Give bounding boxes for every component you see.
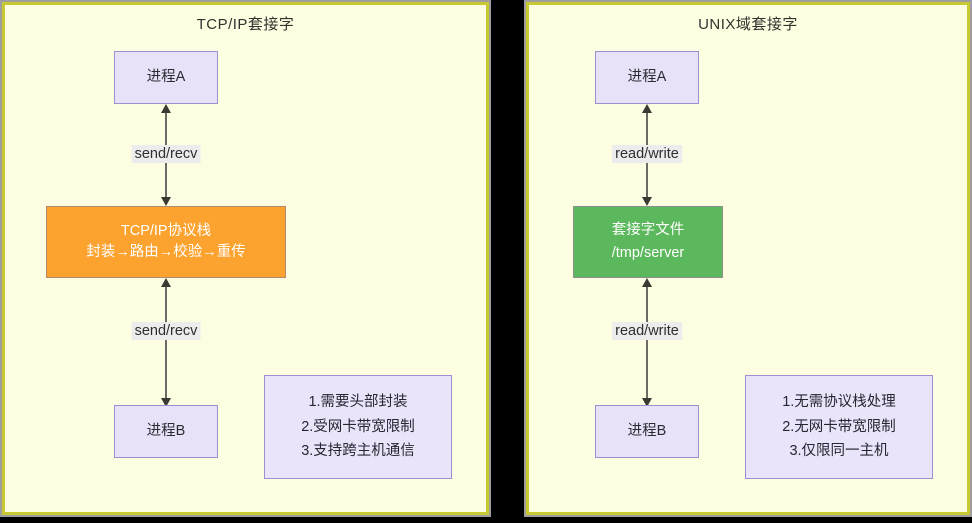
unix-note-box: 1.无需协议栈处理 2.无网卡带宽限制 3.仅限同一主机 bbox=[745, 375, 933, 479]
unix-note-line-2: 2.无网卡带宽限制 bbox=[782, 418, 896, 435]
tcpip-note-line-3: 3.支持跨主机通信 bbox=[301, 443, 415, 460]
unix-connector-top-label: read/write bbox=[612, 145, 682, 163]
tcpip-process-b-node[interactable]: 进程B bbox=[114, 405, 218, 458]
tcpip-process-a-node[interactable]: 进程A bbox=[114, 51, 218, 104]
tcpip-connector-top-label: send/recv bbox=[131, 145, 201, 163]
panel-unix: UNIX域套接字 进程A read/write 套接字文件 /tmp/serve… bbox=[524, 0, 972, 517]
arrow-down-icon bbox=[642, 398, 652, 407]
tcpip-stack-node[interactable]: TCP/IP协议栈 封装→路由→校验→重传 bbox=[46, 206, 286, 278]
panel-tcpip-title: TCP/IP套接字 bbox=[196, 16, 295, 33]
tcpip-stack-line1: TCP/IP协议栈 bbox=[120, 222, 212, 239]
unix-connector-bottom bbox=[642, 278, 652, 407]
arrow-up-icon bbox=[161, 104, 171, 113]
arrow-down-icon bbox=[161, 197, 171, 206]
tcpip-process-a-label: 进程A bbox=[146, 68, 186, 85]
arrow-up-icon bbox=[161, 278, 171, 287]
tcpip-connector-bottom-label: send/recv bbox=[131, 322, 201, 340]
unix-connector-bottom-label: read/write bbox=[612, 322, 682, 340]
panel-tcpip-body: TCP/IP套接字 进程A send/recv TCP/IP协议栈 封装→路由→… bbox=[2, 2, 489, 515]
panel-unix-title: UNIX域套接字 bbox=[698, 16, 798, 33]
tcpip-note-box: 1.需要头部封装 2.受网卡带宽限制 3.支持跨主机通信 bbox=[264, 375, 452, 479]
arrow-up-icon bbox=[642, 278, 652, 287]
unix-socket-file-line2: /tmp/server bbox=[611, 244, 685, 261]
unix-socket-file-node[interactable]: 套接字文件 /tmp/server bbox=[573, 206, 723, 278]
unix-process-a-node[interactable]: 进程A bbox=[595, 51, 699, 104]
arrow-down-icon bbox=[642, 197, 652, 206]
unix-process-a-label: 进程A bbox=[627, 68, 667, 85]
tcpip-process-b-label: 进程B bbox=[146, 422, 186, 439]
panel-unix-body: UNIX域套接字 进程A read/write 套接字文件 /tmp/serve… bbox=[526, 2, 970, 515]
tcpip-stack-line2: 封装→路由→校验→重传 bbox=[86, 244, 246, 260]
tcpip-connector-bottom bbox=[161, 278, 171, 407]
unix-process-b-label: 进程B bbox=[627, 422, 667, 439]
unix-note-line-1: 1.无需协议栈处理 bbox=[782, 393, 896, 410]
arrow-down-icon bbox=[161, 398, 171, 407]
panel-tcpip: TCP/IP套接字 进程A send/recv TCP/IP协议栈 封装→路由→… bbox=[0, 0, 491, 517]
tcpip-note-line-2: 2.受网卡带宽限制 bbox=[301, 418, 415, 435]
arrow-up-icon bbox=[642, 104, 652, 113]
tcpip-note-line-1: 1.需要头部封装 bbox=[308, 393, 408, 410]
unix-note-line-3: 3.仅限同一主机 bbox=[789, 443, 889, 460]
unix-socket-file-line1: 套接字文件 bbox=[611, 222, 685, 239]
unix-process-b-node[interactable]: 进程B bbox=[595, 405, 699, 458]
